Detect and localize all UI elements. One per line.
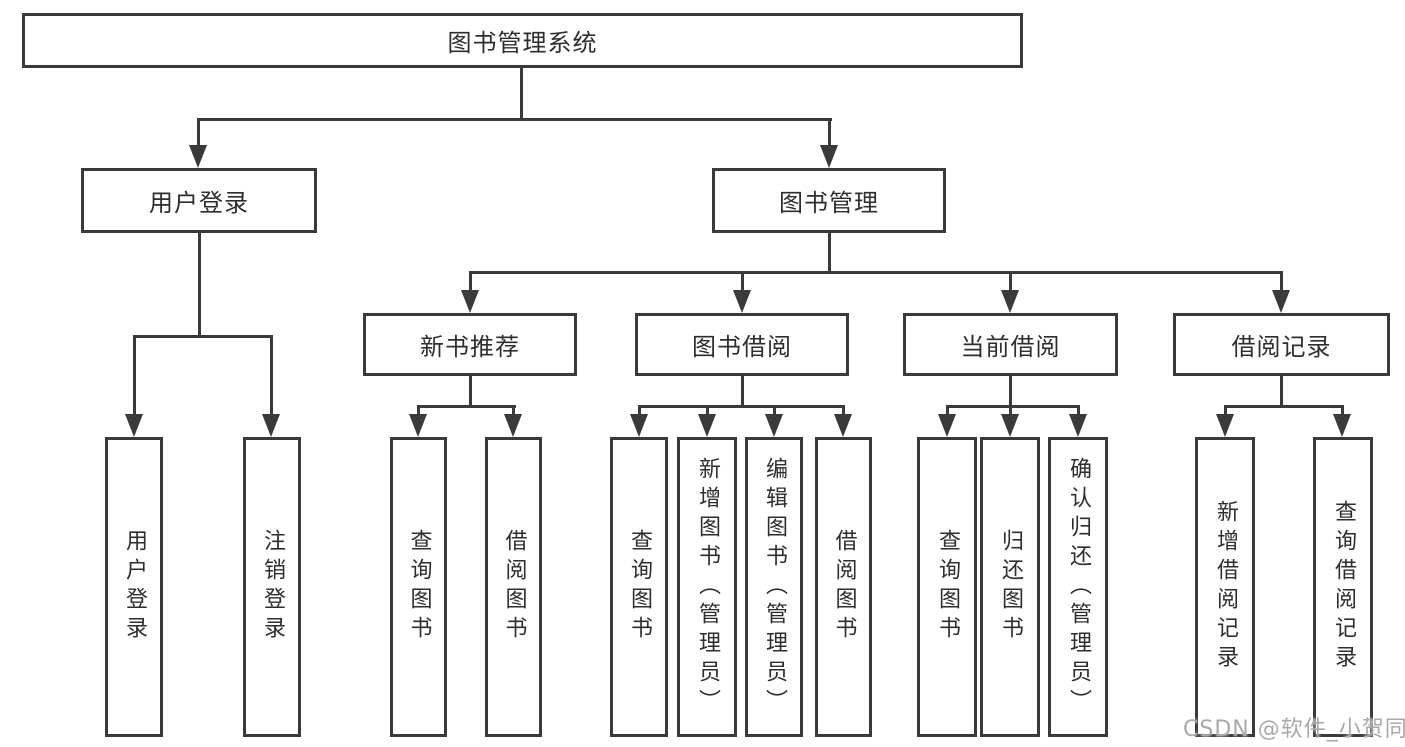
arrowhead-down-editbook	[765, 414, 783, 437]
connector-vline-to-queryrecord	[1341, 405, 1344, 415]
connector-vline-to-return	[1009, 405, 1012, 415]
leaf-borrow-books-recommend: 借阅图书	[485, 437, 542, 737]
connector-vline-to-user-login	[197, 118, 200, 146]
leaf-user-login: 用户登录	[105, 437, 163, 737]
connector-vline-to-records	[1280, 271, 1283, 291]
arrowhead-down-current	[1001, 290, 1019, 313]
connector-vline-to-leaf-login	[133, 335, 136, 415]
connector-vline-to-addbook	[706, 405, 709, 415]
node-new-book-recommendation: 新书推荐	[363, 313, 577, 376]
connector-vline-to-query3	[946, 405, 949, 415]
arrowhead-down-confirm	[1069, 414, 1087, 437]
connector-vline-to-query2	[638, 405, 641, 415]
leaf-query-books-current: 查询图书	[917, 437, 977, 737]
node-current-borrowing: 当前借阅	[903, 313, 1118, 376]
connector-hline-user-bus	[133, 335, 273, 338]
node-book-borrowing: 图书借阅	[635, 313, 849, 376]
connector-vline-to-addrecord	[1224, 405, 1227, 415]
connector-vline-to-current	[1009, 271, 1012, 291]
arrowhead-down-borrowing	[733, 290, 751, 313]
connector-hline-book-mgmt-bus	[469, 271, 1282, 274]
leaf-edit-book-admin: 编辑图书（管理员）	[745, 437, 803, 737]
arrowhead-down-recommend	[461, 290, 479, 313]
connector-hline-borrowing-bus	[638, 405, 845, 408]
connector-hline-recommend-bus	[417, 405, 516, 408]
arrowhead-down-query3	[938, 414, 956, 437]
csdn-watermark: CSDN @软件_小贺同学	[1183, 717, 1405, 742]
connector-vline-to-book-mgmt	[828, 118, 831, 146]
node-borrowing-records: 借阅记录	[1173, 313, 1390, 376]
connector-vline-to-borrowing	[741, 271, 744, 291]
connector-vline-recommend	[469, 376, 472, 408]
connector-vline-records	[1280, 376, 1283, 408]
connector-vline-to-leaf-logout	[270, 335, 273, 415]
connector-vline-root	[520, 66, 523, 120]
node-user-login-branch: 用户登录	[81, 168, 317, 233]
arrowhead-down-addbook	[698, 414, 716, 437]
arrowhead-down-borrow1	[504, 414, 522, 437]
node-book-management-branch: 图书管理	[712, 168, 946, 233]
leaf-query-books-recommend: 查询图书	[390, 437, 447, 737]
connector-vline-to-borrow2	[842, 405, 845, 415]
connector-hline-root-bus	[197, 118, 832, 121]
connector-vline-user-branch	[198, 233, 201, 338]
leaf-query-books-borrowing: 查询图书	[610, 437, 668, 737]
connector-vline-to-recommend	[469, 271, 472, 291]
connector-vline-borrowing	[741, 376, 744, 408]
arrowhead-down-book-mgmt	[820, 145, 838, 168]
leaf-logout: 注销登录	[243, 437, 301, 737]
connector-hline-records-bus	[1224, 405, 1344, 408]
leaf-query-borrow-record: 查询借阅记录	[1313, 437, 1373, 737]
connector-vline-current	[1009, 376, 1012, 408]
connector-vline-book-mgmt	[828, 233, 831, 273]
arrowhead-down-leaf-logout	[262, 414, 280, 437]
arrowhead-down-queryrecord	[1333, 414, 1351, 437]
arrowhead-down-addrecord	[1216, 414, 1234, 437]
connector-vline-to-editbook	[773, 405, 776, 415]
arrowhead-down-user-login	[189, 145, 207, 168]
arrowhead-down-records	[1272, 290, 1290, 313]
leaf-add-book-admin: 新增图书（管理员）	[677, 437, 737, 737]
connector-hline-current-bus	[946, 405, 1080, 408]
connector-vline-to-query1	[417, 405, 420, 415]
leaf-add-borrow-record: 新增借阅记录	[1195, 437, 1255, 737]
leaf-borrow-books-borrowing: 借阅图书	[815, 437, 872, 737]
arrowhead-down-leaf-login	[125, 414, 143, 437]
leaf-confirm-return-admin: 确认归还（管理员）	[1048, 437, 1108, 737]
arrowhead-down-borrow2	[834, 414, 852, 437]
node-library-management-system: 图书管理系统	[22, 13, 1023, 68]
arrowhead-down-query1	[409, 414, 427, 437]
leaf-return-books: 归还图书	[980, 437, 1040, 737]
connector-vline-to-confirm	[1077, 405, 1080, 415]
connector-vline-to-borrow1	[512, 405, 515, 415]
arrowhead-down-return	[1001, 414, 1019, 437]
arrowhead-down-query2	[630, 414, 648, 437]
